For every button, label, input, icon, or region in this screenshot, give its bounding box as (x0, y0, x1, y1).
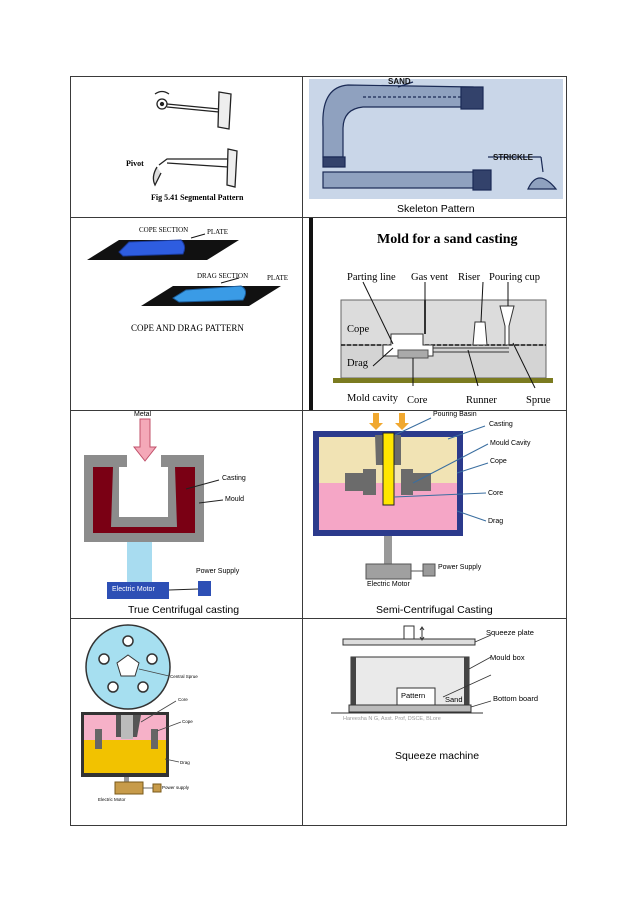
cope-drag-drawing (87, 233, 281, 306)
pivot-label: Pivot (126, 159, 144, 168)
table-border-right (566, 76, 567, 826)
pouring-cup-label: Pouring cup (489, 272, 541, 283)
squeeze-sand-label: Sand (445, 695, 463, 704)
centrifuging-drag-label: Drag (180, 760, 190, 765)
cope-drag-figure: COPE SECTION PLATE DRAG SECTION PLATE CO… (71, 218, 302, 410)
power-supply-label: Power Supply (196, 568, 240, 575)
semi-centrifugal-figure: Pouring Basin Casting Mould Cavity Cope … (303, 411, 566, 618)
squeeze-plate-label: Squeeze plate (486, 628, 534, 637)
table-border-left (70, 76, 71, 826)
centrifuging-core-label: Core (178, 697, 188, 702)
skeleton-pattern-figure: SAND STRICKLE Skeleton Pattern (303, 77, 566, 217)
mould-cavity-label: Mould Cavity (490, 440, 531, 447)
bottom-board-label: Bottom board (493, 694, 539, 703)
segmental-pattern-drawing (152, 90, 238, 188)
semi-cope-label: Cope (490, 458, 507, 465)
casting-label: Casting (222, 475, 246, 482)
squeeze-caption: Squeeze machine (395, 750, 480, 762)
centrifuging-power-supply-label: Power supply (162, 785, 190, 790)
squeeze-pattern-label: Pattern (401, 691, 426, 700)
riser-label: Riser (458, 272, 481, 283)
centrifuging-figure: Central Sprue Core Cope Drag Power suppl… (71, 619, 302, 825)
table-row-divider-3 (70, 618, 567, 619)
skeleton-caption: Skeleton Pattern (397, 203, 475, 215)
skeleton-pattern-drawing (322, 81, 558, 191)
mould-label: Mould (225, 496, 245, 503)
cope-plate-label: PLATE (207, 228, 228, 236)
table-col-divider (302, 76, 303, 826)
centrifuging-electric-motor-label: Electric Motor (98, 797, 126, 802)
mould-box-label: Mould box (490, 653, 525, 662)
sand-mold-title: Mold for a sand casting (377, 232, 518, 247)
drag-plate-label: PLATE (267, 274, 288, 282)
semi-core-label: Core (488, 490, 504, 497)
semi-electric-motor-label: Electric Motor (367, 581, 410, 588)
pouring-basin-label: Pouring Basin (433, 411, 477, 418)
segmental-pattern-figure: Pivot Fig 5.41 Segmental Pattern (71, 77, 302, 217)
electric-motor-label: Electric Motor (112, 586, 155, 593)
squeeze-watermark: Hareesha N G, Asst. Prof, DSCE, BLore (343, 716, 441, 722)
table-row-divider-1 (70, 217, 567, 218)
squeeze-machine-drawing (331, 625, 492, 714)
squeeze-machine-figure: Squeeze plate Mould box Sand Pattern Bot… (303, 619, 566, 825)
cope-drag-caption: COPE AND DRAG PATTERN (131, 323, 244, 333)
semi-casting-label: Casting (489, 421, 513, 428)
gas-vent-label: Gas vent (411, 272, 449, 283)
true-centrifugal-caption: True Centrifugal casting (128, 604, 240, 616)
semi-centrifugal-caption: Semi-Centrifugal Casting (376, 604, 493, 616)
core-label: Core (407, 395, 428, 406)
drag-section-label: DRAG SECTION (197, 272, 249, 280)
skeleton-sand-label: SAND (388, 77, 411, 86)
semi-power-supply-label: Power Supply (438, 564, 482, 571)
sprue-label: Sprue (526, 395, 551, 406)
semi-drag-label: Drag (488, 518, 504, 525)
runner-label: Runner (466, 395, 497, 406)
true-centrifugal-figure: Metal Casting Mould Power Supply Electri… (71, 411, 302, 618)
metal-label: Metal (134, 411, 152, 418)
sand-mold-figure: Mold for a sand casting Parting line Gas… (303, 218, 566, 410)
drag-label: Drag (347, 358, 368, 369)
true-centrifugal-drawing (84, 418, 224, 599)
cope-label: Cope (347, 324, 370, 335)
cope-section-label: COPE SECTION (139, 226, 189, 234)
table-row-divider-2 (70, 410, 567, 411)
centrifuging-cope-label: Cope (182, 719, 193, 724)
centrifuging-drawing (81, 624, 182, 795)
segmental-fig-caption: Fig 5.41 Segmental Pattern (151, 193, 244, 202)
sand-mold-panel-edge (309, 218, 313, 410)
table-border-top (70, 76, 567, 77)
skeleton-strickle-label: STRICKLE (493, 153, 533, 162)
parting-line-label: Parting line (347, 272, 396, 283)
table-border-bottom (70, 825, 567, 826)
central-sprue-label: Central Sprue (170, 674, 198, 679)
semi-centrifugal-drawing (313, 413, 489, 580)
sand-mold-drawing (333, 281, 553, 389)
mold-cavity-label: Mold cavity (347, 393, 399, 404)
